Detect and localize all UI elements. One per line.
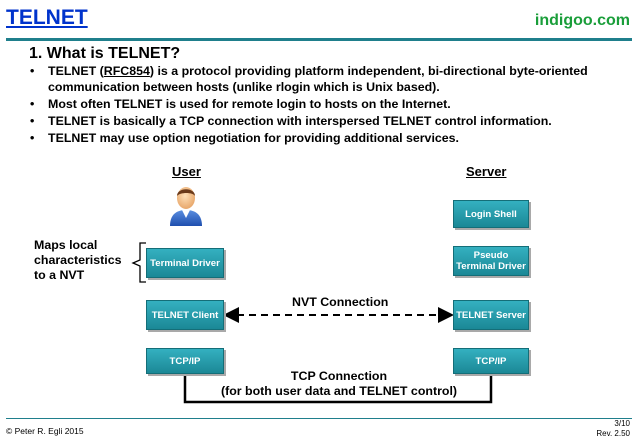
maps-line: to a NVT bbox=[34, 268, 85, 282]
tcp-line: (for both user data and TELNET control) bbox=[220, 384, 458, 398]
server-tcpip-box: TCP/IP bbox=[453, 348, 529, 374]
login-shell-box: Login Shell bbox=[453, 200, 529, 228]
server-tcpip-label: TCP/IP bbox=[475, 355, 507, 367]
header-divider bbox=[6, 38, 632, 41]
page-number: 3/10 bbox=[614, 419, 630, 428]
revision-text: Rev. 2.50 bbox=[596, 429, 630, 438]
bullet-text: TELNET is basically a TCP connection wit… bbox=[48, 113, 552, 128]
maps-brace bbox=[131, 242, 146, 283]
page-info: 3/10 Rev. 2.50 bbox=[596, 419, 630, 439]
bullet-list: TELNET (RFC854) is a protocol providing … bbox=[29, 64, 619, 148]
user-avatar-icon bbox=[170, 187, 202, 226]
pseudo-label-line2: Terminal Driver bbox=[456, 261, 526, 272]
rfc-link[interactable]: RFC854 bbox=[103, 64, 150, 78]
client-tcpip-label: TCP/IP bbox=[169, 355, 201, 367]
terminal-driver-box: Terminal Driver bbox=[146, 248, 224, 278]
bullet-item: TELNET is basically a TCP connection wit… bbox=[29, 114, 619, 130]
pseudo-terminal-driver-box: Pseudo Terminal Driver bbox=[453, 246, 529, 276]
maps-line: characteristics bbox=[34, 253, 122, 267]
telnet-client-box: TELNET Client bbox=[146, 300, 224, 330]
tcp-connection-line bbox=[183, 374, 493, 404]
bullet-text: TELNET may use option negotiation for pr… bbox=[48, 130, 460, 145]
footer-divider bbox=[6, 418, 632, 419]
tcp-line: TCP Connection bbox=[290, 369, 388, 383]
bullet-text: Most often TELNET is used for remote log… bbox=[48, 96, 451, 111]
maps-local-label: Maps local characteristics to a NVT bbox=[34, 238, 121, 283]
copyright-text: © Peter R. Egli 2015 bbox=[6, 426, 84, 436]
bullet-text: ) is a protocol providing platform indep… bbox=[48, 64, 588, 94]
bullet-item: TELNET may use option negotiation for pr… bbox=[29, 131, 619, 147]
telnet-server-box: TELNET Server bbox=[453, 300, 529, 330]
client-tcpip-box: TCP/IP bbox=[146, 348, 224, 374]
maps-line: Maps local bbox=[34, 238, 98, 252]
telnet-client-label: TELNET Client bbox=[151, 309, 219, 321]
server-label: Server bbox=[466, 164, 507, 179]
pseudo-label-line1: Pseudo bbox=[473, 250, 509, 261]
user-label: User bbox=[172, 164, 201, 179]
bullet-text: TELNET ( bbox=[48, 64, 104, 78]
terminal-driver-label: Terminal Driver bbox=[150, 257, 220, 269]
bullet-item: TELNET (RFC854) is a protocol providing … bbox=[29, 64, 619, 95]
section-title: 1. What is TELNET? bbox=[29, 45, 181, 62]
bullet-item: Most often TELNET is used for remote log… bbox=[29, 97, 619, 113]
nvt-connection-label: NVT Connection bbox=[292, 295, 389, 309]
tcp-connection-label: TCP Connection (for both user data and T… bbox=[200, 369, 478, 399]
login-shell-label: Login Shell bbox=[465, 208, 517, 220]
slide-title: TELNET bbox=[6, 6, 88, 29]
brand-logo: indigoo.com bbox=[534, 12, 630, 29]
telnet-server-label: TELNET Server bbox=[456, 309, 526, 321]
